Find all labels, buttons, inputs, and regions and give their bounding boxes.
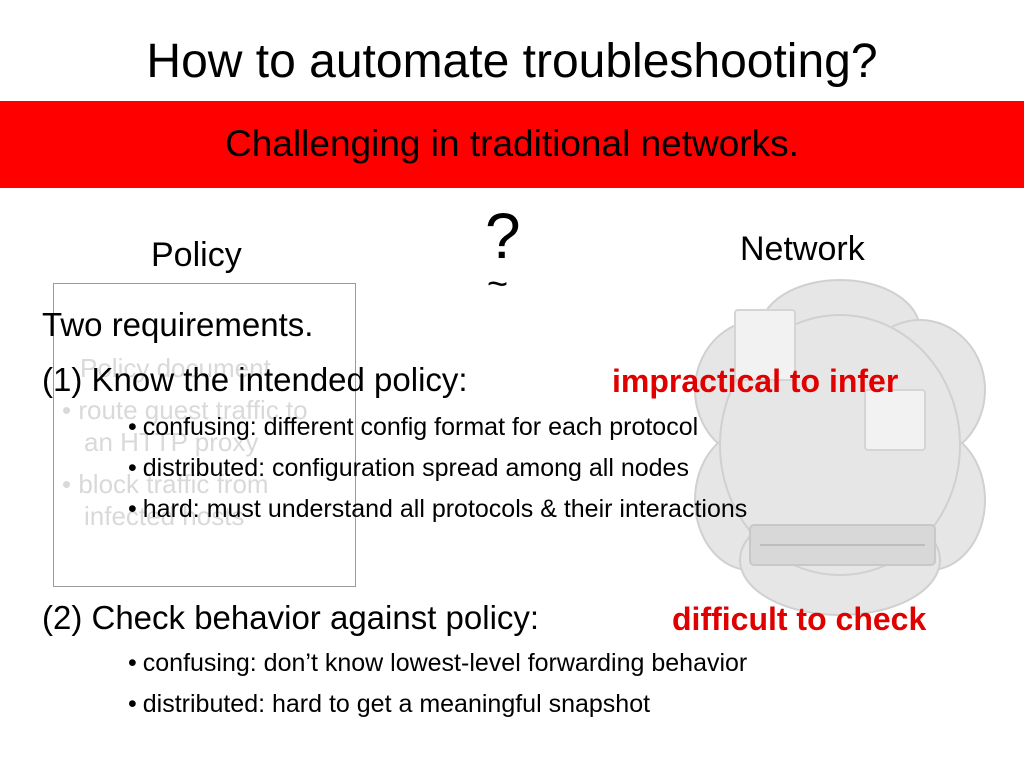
req2-label: (2) Check behavior against policy: bbox=[42, 599, 540, 636]
policy-document: Policy document • route guest traffic to… bbox=[53, 283, 356, 587]
list-item: •confusing: don’t know lowest-level forw… bbox=[128, 647, 747, 679]
list-item: •distributed: configuration spread among… bbox=[128, 452, 689, 484]
bullet-glyph: • bbox=[128, 690, 137, 718]
req2-verdict: difficult to check bbox=[672, 601, 927, 637]
req1-verdict: impractical to infer bbox=[612, 363, 899, 399]
bullet-text: confusing: different config format for e… bbox=[142, 413, 699, 441]
list-item: •distributed: hard to get a meaningful s… bbox=[128, 688, 650, 720]
bullet-text: distributed: configuration spread among … bbox=[142, 454, 689, 482]
req1-label: (1) Know the intended policy: bbox=[42, 361, 468, 398]
switch-icon bbox=[749, 524, 936, 566]
question-mark: ? bbox=[485, 200, 521, 272]
bullet-glyph: • bbox=[128, 495, 137, 523]
bullet-glyph: • bbox=[128, 413, 137, 441]
list-item: •confusing: different config format for … bbox=[128, 411, 698, 443]
banner-text: Challenging in traditional networks. bbox=[225, 123, 799, 164]
bullet-glyph: • bbox=[128, 649, 137, 677]
slide-title: How to automate troubleshooting? bbox=[146, 35, 878, 88]
approx-mark: ~ bbox=[487, 263, 509, 304]
red-banner: Challenging in traditional networks. bbox=[0, 101, 1024, 188]
policy-doc-line: • route guest traffic to bbox=[62, 395, 308, 425]
bullet-text: distributed: hard to get a meaningful sn… bbox=[142, 690, 651, 718]
policy-doc-line: Policy document bbox=[80, 353, 271, 383]
list-item: •hard: must understand all protocols & t… bbox=[128, 493, 747, 525]
policy-doc-line: an HTTP proxy bbox=[84, 427, 259, 457]
bullet-text: confusing: don’t know lowest-level forwa… bbox=[142, 649, 748, 677]
cloud-icon bbox=[694, 279, 986, 616]
policy-document-ghost-text: Policy document • route guest traffic to… bbox=[54, 284, 355, 586]
policy-doc-line: • block traffic from bbox=[62, 469, 269, 499]
bullet-text: hard: must understand all protocols & th… bbox=[142, 495, 748, 523]
bullet-glyph: • bbox=[128, 454, 137, 482]
network-device-icon bbox=[734, 309, 926, 451]
policy-label: Policy bbox=[151, 236, 242, 274]
requirements-heading: Two requirements. bbox=[42, 306, 314, 343]
policy-doc-line: infected hosts bbox=[84, 501, 245, 531]
network-label: Network bbox=[740, 230, 865, 268]
